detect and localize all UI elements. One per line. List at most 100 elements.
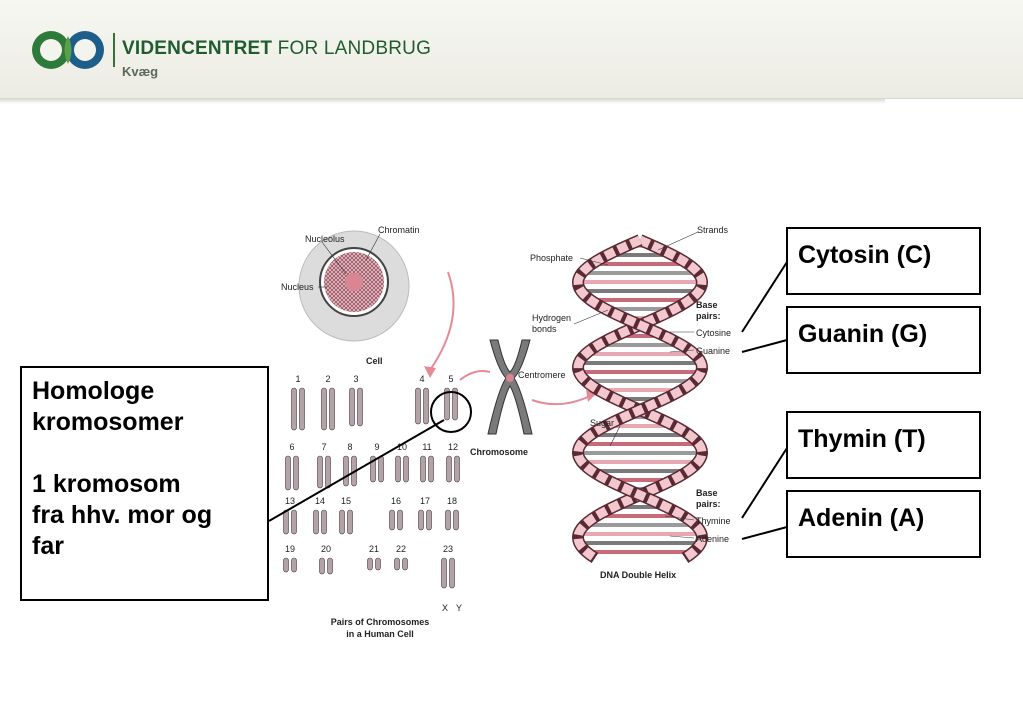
dna-strand-fill <box>573 235 707 562</box>
chromosome-pair-mark <box>325 455 331 489</box>
chromosome-number-label: 1 <box>295 374 300 384</box>
label-pairs-line1: Pairs of Chromosomes <box>331 617 430 627</box>
label-phosphate: Phosphate <box>530 253 573 263</box>
chromosome-pair-mark <box>339 509 345 535</box>
callout-gap <box>32 438 257 469</box>
chromosome-pair-mark <box>349 387 355 427</box>
chromosome-pair-mark <box>329 387 335 431</box>
chromosome-pair-mark <box>293 455 299 491</box>
chromosome-number-label: 2 <box>325 374 330 384</box>
label-chromatin: Chromatin <box>378 225 420 235</box>
chromosome-pair-mark <box>378 455 384 483</box>
chromosome-number-label: 6 <box>289 442 294 452</box>
label-pairs-line2: in a Human Cell <box>346 629 414 639</box>
chromosome-pair-mark <box>347 509 353 535</box>
label-strands: Strands <box>697 225 729 235</box>
label-base-pairs-bottom-2: pairs: <box>696 499 721 509</box>
chromosome-pair-mark <box>283 509 289 535</box>
chromosome-number-label: 23 <box>443 544 453 554</box>
sex-chromosome-label-y: Y <box>456 603 462 613</box>
chromosome-pair-mark <box>319 557 325 575</box>
chromosome-pair-mark <box>357 387 363 427</box>
label-hydrogen-2: bonds <box>532 324 557 334</box>
label-base-pairs-top-2: pairs: <box>696 311 721 321</box>
logo-divider <box>113 33 115 67</box>
chromosome-pair-mark <box>441 557 447 589</box>
chromosome-pair-mark <box>445 509 451 531</box>
arrow-cell-to-chromosomes <box>429 271 455 371</box>
base-box-cytosin: Cytosin (C) <box>786 227 981 295</box>
chromosome-pair-mark <box>370 455 376 483</box>
chromosome-pair-mark <box>299 387 305 431</box>
chromosome-number-label: 16 <box>391 496 401 506</box>
chromosome-pair-mark <box>283 557 289 573</box>
callout-line-5: far <box>32 532 64 560</box>
org-name-rest: FOR LANDBRUG <box>272 38 432 59</box>
chromosome-number-label: 7 <box>321 442 326 452</box>
chromosome-pair-mark <box>317 455 323 489</box>
chromosome-pair-mark <box>351 455 357 487</box>
arrowhead-1 <box>424 366 436 378</box>
chromosome-illustration <box>487 339 533 435</box>
dna-leader-lines <box>573 231 699 539</box>
videncentret-logo-icon <box>32 31 104 69</box>
org-subtitle: Kvæg <box>122 64 159 79</box>
homolog-callout-box: Homologe kromosomer 1 kromosom fra hhv. … <box>20 366 269 601</box>
chromosome-number-label: 20 <box>321 544 331 554</box>
chromosome-pair-mark <box>452 387 458 421</box>
chromosome-number-label: 22 <box>396 544 406 554</box>
chromosome-pair-mark <box>446 455 452 483</box>
base-box-guanin: Guanin (G) <box>786 306 981 374</box>
chromosome-number-label: 17 <box>420 496 430 506</box>
label-nucleolus: Nucleolus <box>305 234 345 244</box>
label-thymine: Thymine <box>696 516 731 526</box>
chromosome-pair-mark <box>453 509 459 531</box>
chromosome-number-label: 15 <box>341 496 351 506</box>
chromosome-pair-mark <box>291 509 297 535</box>
chromosome-pair-mark <box>454 455 460 483</box>
header-bar: VIDENCENTRET FOR LANDBRUG Kvæg <box>0 0 1023 99</box>
chromosome-number-label: 12 <box>448 442 458 452</box>
chromosome-number-label: 18 <box>447 496 457 506</box>
chromosome-number-label: 8 <box>347 442 352 452</box>
chromosome-pair-mark <box>321 387 327 431</box>
org-name: VIDENCENTRET FOR LANDBRUG <box>122 38 431 60</box>
chromosome-number-label: 5 <box>448 374 453 384</box>
label-nucleus: Nucleus <box>281 282 314 292</box>
callout-line-2: kromosomer <box>32 408 184 436</box>
label-dna-double-helix: DNA Double Helix <box>600 570 676 580</box>
chromosome-pair-mark <box>367 557 373 571</box>
header-shadow <box>0 98 885 104</box>
arrow-chromosome-to-dna <box>531 395 591 406</box>
base-box-thymin: Thymin (T) <box>786 411 981 479</box>
chromosome-number-label: 11 <box>422 442 431 452</box>
leader-lines <box>318 233 381 288</box>
chromosome-number-label: 14 <box>315 496 325 506</box>
label-chromosome: Chromosome <box>470 447 528 457</box>
chromosome-pair-mark <box>420 455 426 483</box>
org-name-bold: VIDENCENTRET <box>122 38 273 59</box>
label-centromere: Centromere <box>518 370 566 380</box>
callout-line-3: 1 kromosom <box>32 470 181 498</box>
chromosome-number-label: 21 <box>369 544 379 554</box>
arrow-pair-to-chromosome <box>459 370 491 381</box>
chromosome-pair-mark <box>375 557 381 571</box>
chromosome-pair-mark <box>389 509 395 531</box>
sex-chromosome-label-x: X <box>442 603 448 613</box>
chromosome-pair-mark <box>291 387 297 431</box>
label-base-pairs-bottom-1: Base <box>696 488 718 498</box>
dna-strand-fill <box>573 235 707 562</box>
base-box-adenin: Adenin (A) <box>786 490 981 558</box>
label-sugar: Sugar <box>590 418 614 428</box>
chromosome-pair-mark <box>423 387 429 425</box>
label-hydrogen-1: Hydrogen <box>532 313 571 323</box>
cell-illustration <box>298 230 410 342</box>
label-base-pairs-top-1: Base <box>696 300 718 310</box>
chromosome-pair-mark <box>343 455 349 487</box>
chromosome-number-label: 4 <box>419 374 424 384</box>
chromosome-number-label: 13 <box>285 496 295 506</box>
chromosome-pair-mark <box>327 557 333 575</box>
chromosome-number-label: 3 <box>353 374 358 384</box>
